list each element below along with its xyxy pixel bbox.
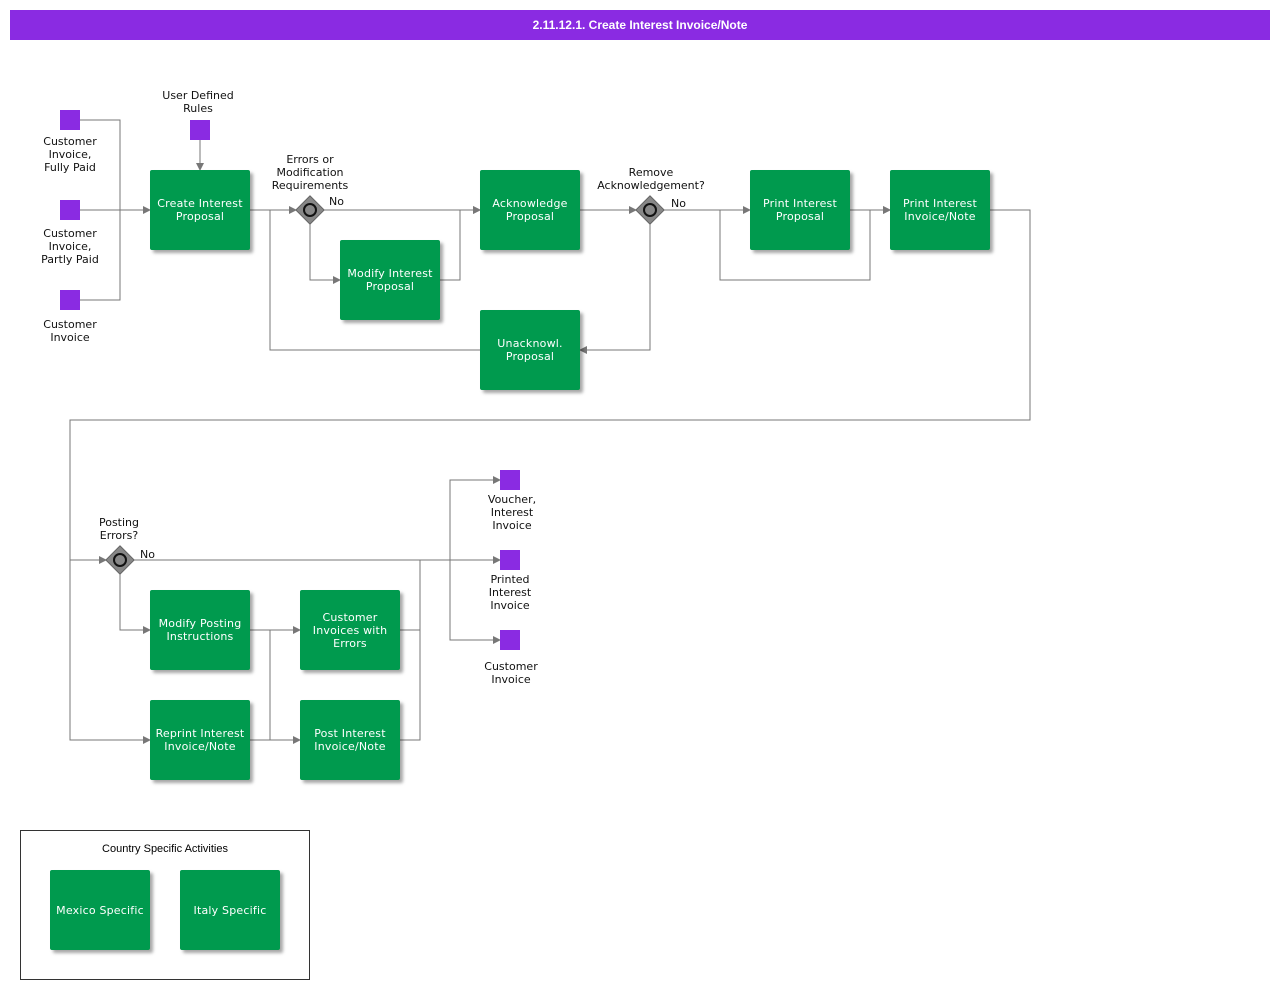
flow-to-customer-invoice — [449, 560, 501, 644]
gateway-remove-ack — [635, 195, 665, 225]
label-gateway-remove-ack: Remove Acknowledgement? — [597, 166, 705, 192]
flow-gw2-unack — [579, 224, 651, 354]
flow-post-out — [400, 560, 421, 741]
diagram-title-bar: 2.11.12.1. Create Interest Invoice/Note — [10, 10, 1270, 40]
flow-to-voucher — [449, 476, 501, 560]
label-fully-paid: Customer Invoice, Fully Paid — [43, 135, 97, 174]
legend-title: Country Specific Activities — [102, 843, 228, 855]
flow-customer-invoice-in — [80, 210, 121, 301]
activity-create-interest-proposal[interactable]: Create Interest Proposal — [150, 170, 250, 250]
label-gateway-posting-errors-no: No — [140, 548, 155, 561]
flow-unack-loop — [269, 209, 480, 351]
label-customer-invoice-input: Customer Invoice — [43, 318, 97, 344]
activity-customer-invoices-with-errors[interactable]: Customer Invoices with Errors — [300, 590, 400, 670]
label-gateway-errors-no: No — [329, 195, 344, 208]
gateway-posting-errors — [105, 545, 135, 575]
label-customer-invoice-output: Customer Invoice — [484, 660, 538, 686]
activity-print-interest-proposal[interactable]: Print Interest Proposal — [750, 170, 850, 250]
diagram-title: 2.11.12.1. Create Interest Invoice/Note — [532, 18, 748, 32]
flow-modify-to-ack — [440, 206, 481, 281]
country-specific-legend: Country Specific Activities Mexico Speci… — [20, 830, 310, 980]
label-printed-invoice: Printed Interest Invoice — [488, 573, 532, 612]
flow-gw1-modify — [309, 224, 341, 284]
data-object-customer-invoice-output[interactable] — [500, 630, 520, 650]
label-user-rules: User Defined Rules — [162, 89, 234, 115]
data-object-fully-paid[interactable] — [60, 110, 80, 130]
label-gateway-errors: Errors or Modification Requirements — [271, 153, 349, 192]
data-object-partly-paid[interactable] — [60, 200, 80, 220]
activity-acknowledge-proposal[interactable]: Acknowledge Proposal — [480, 170, 580, 250]
data-object-voucher[interactable] — [500, 470, 520, 490]
flow-wrap — [69, 209, 1031, 564]
flow-gw3-modify — [119, 574, 151, 634]
activity-modify-posting-instructions[interactable]: Modify Posting Instructions — [150, 590, 250, 670]
activity-print-interest-invoice[interactable]: Print Interest Invoice/Note — [890, 170, 990, 250]
flow-fully-paid — [80, 119, 151, 214]
activity-post-interest-invoice[interactable]: Post Interest Invoice/Note — [300, 700, 400, 780]
activity-unacknowl-proposal[interactable]: Unacknowl. Proposal — [480, 310, 580, 390]
flow-wrap-reprint — [69, 560, 151, 744]
flow-errors-out — [400, 560, 421, 631]
label-gateway-remove-ack-no: No — [671, 197, 686, 210]
activity-reprint-interest-invoice[interactable]: Reprint Interest Invoice/Note — [150, 700, 250, 780]
data-object-user-rules[interactable] — [190, 120, 210, 140]
activity-mexico-specific[interactable]: Mexico Specific — [50, 870, 150, 950]
label-gateway-posting-errors: Posting Errors? — [98, 516, 140, 542]
activity-italy-specific[interactable]: Italy Specific — [180, 870, 280, 950]
gateway-errors — [295, 195, 325, 225]
activity-modify-interest-proposal[interactable]: Modify Interest Proposal — [340, 240, 440, 320]
data-object-printed-invoice[interactable] — [500, 550, 520, 570]
data-object-customer-invoice-input[interactable] — [60, 290, 80, 310]
label-partly-paid: Customer Invoice, Partly Paid — [41, 227, 99, 266]
label-voucher: Voucher, Interest Invoice — [487, 493, 537, 532]
